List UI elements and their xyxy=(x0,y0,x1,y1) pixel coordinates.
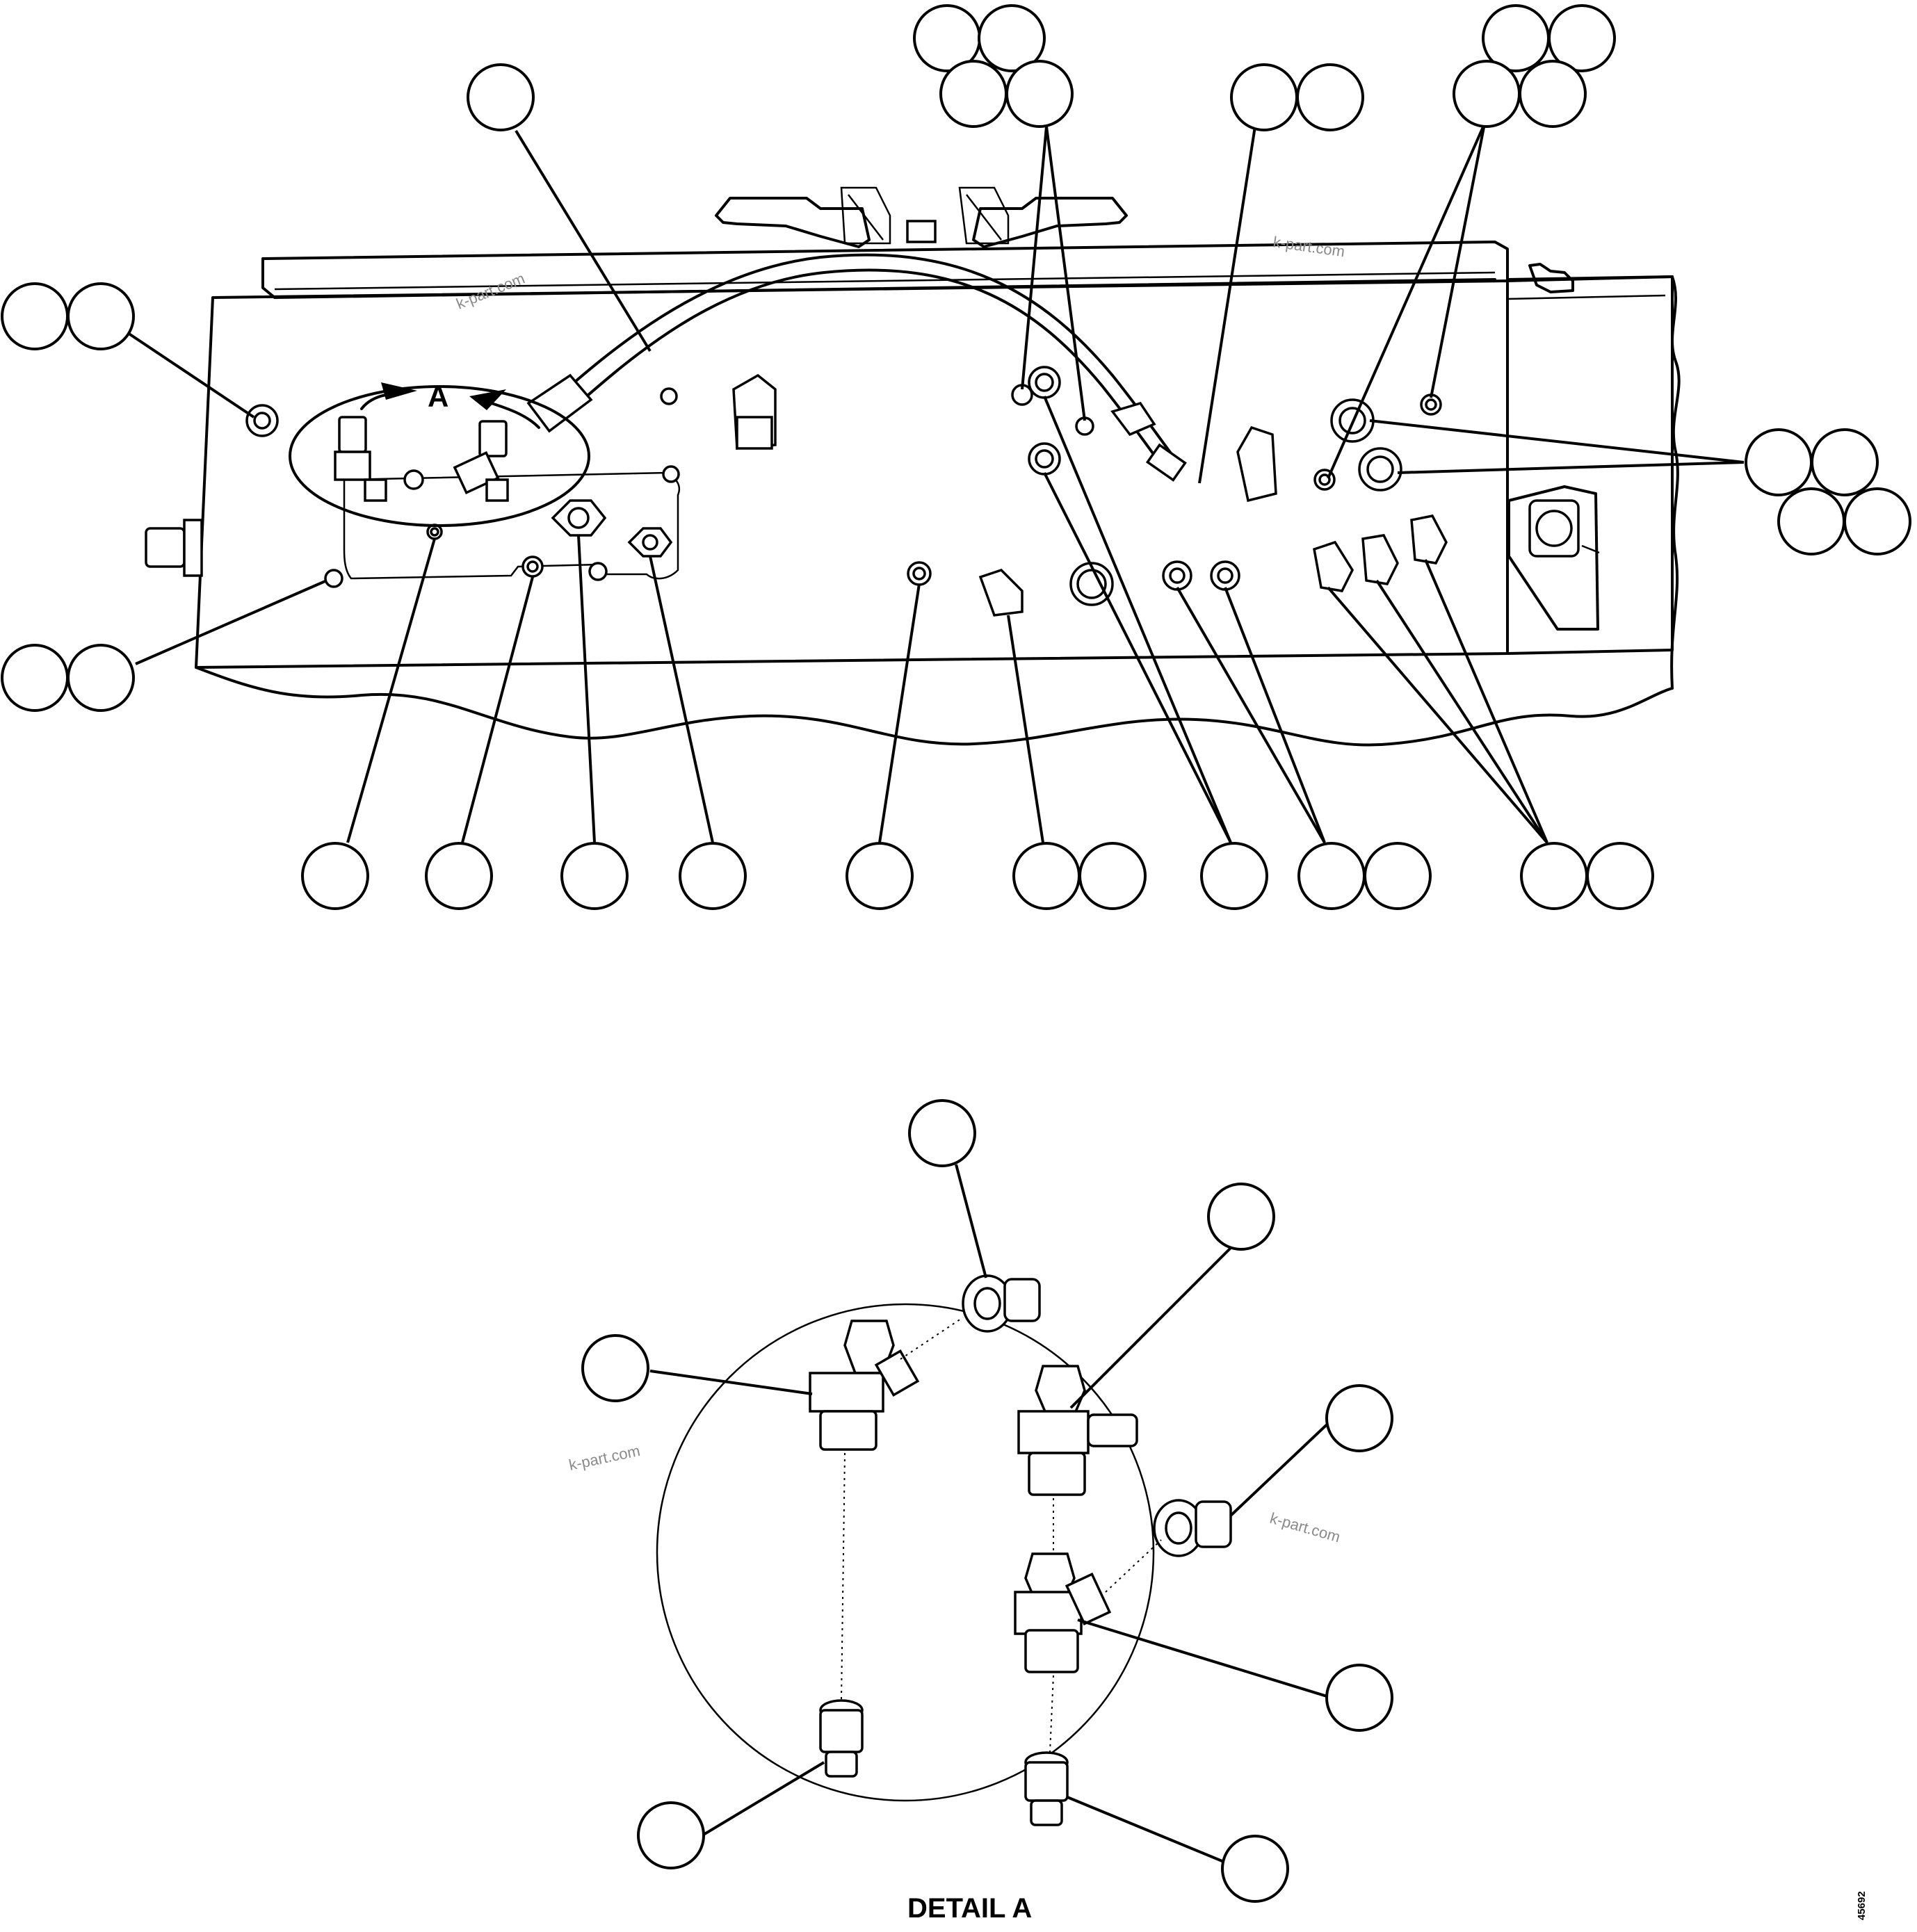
callout-balloon xyxy=(1,282,69,350)
latch-left xyxy=(715,186,891,248)
swivel-nut-top xyxy=(962,1274,1041,1333)
callout-balloon xyxy=(1012,842,1081,910)
callout-balloon xyxy=(1777,487,1845,555)
callout-balloon xyxy=(1221,1835,1289,1903)
callout-balloon xyxy=(581,1334,649,1402)
callout-balloon xyxy=(1325,1384,1393,1452)
callout-balloon xyxy=(1207,1183,1275,1251)
callout-balloon xyxy=(1325,1664,1393,1732)
leader-lines xyxy=(122,123,1745,1865)
callout-balloon xyxy=(467,63,535,131)
callout-balloon xyxy=(425,842,493,910)
right-face-inner xyxy=(1507,294,1666,300)
detail-a-boundary-main xyxy=(289,385,590,527)
panel-body-outline xyxy=(195,279,1509,669)
callout-balloon xyxy=(939,60,1008,128)
break-line-bottom xyxy=(195,666,1674,747)
callout-balloon xyxy=(1296,63,1364,131)
callout-balloon xyxy=(1364,842,1432,910)
side-port-left xyxy=(145,527,186,568)
callout-balloon xyxy=(301,842,369,910)
lid-edge xyxy=(274,271,1496,291)
port-fittings xyxy=(245,366,1600,631)
callout-balloon xyxy=(67,644,135,712)
watermark: k-part.com xyxy=(1268,1509,1343,1546)
callout-balloon xyxy=(1005,60,1074,128)
callout-balloon xyxy=(67,282,135,350)
callout-balloon xyxy=(908,1099,976,1167)
callout-balloon xyxy=(1078,842,1147,910)
latch-right xyxy=(906,186,1128,248)
callout-balloons xyxy=(1,4,1911,1903)
swivel-nut-right xyxy=(1153,1499,1232,1557)
callout-balloon xyxy=(560,842,629,910)
callout-balloon xyxy=(1297,842,1366,910)
drawing-reference-number: 45692 xyxy=(1856,1891,1868,1920)
callout-balloon xyxy=(1843,487,1911,555)
watermark: k-part.com xyxy=(567,1442,642,1474)
watermark: k-part.com xyxy=(1272,233,1345,260)
detail-a-circle xyxy=(656,1303,1155,1802)
tee-fitting-upper-right xyxy=(1017,1365,1138,1496)
callout-balloon xyxy=(1520,842,1588,910)
callout-balloon xyxy=(679,842,747,910)
callout-balloon xyxy=(1230,63,1298,131)
lid-bracket xyxy=(1528,263,1574,293)
callout-balloon xyxy=(978,4,1046,72)
callout-balloon xyxy=(637,1801,705,1869)
assembly-lines xyxy=(841,1317,1162,1753)
callout-balloon xyxy=(1586,842,1654,910)
detail-a-view: DETAIL A xyxy=(656,1274,1232,1924)
callout-balloon xyxy=(1548,4,1616,72)
detail-a-fittings-main xyxy=(334,416,509,502)
watermark: k-part.com xyxy=(454,270,528,313)
callout-balloon xyxy=(1519,60,1587,128)
callout-balloon xyxy=(1745,428,1813,496)
mounting-plate xyxy=(343,471,681,580)
callout-balloon xyxy=(1200,842,1268,910)
hose-end-right xyxy=(1110,401,1156,437)
adapter-lower-right xyxy=(1024,1751,1069,1826)
view-marker-label: A xyxy=(428,380,448,413)
hose-end-left xyxy=(526,373,593,433)
callout-balloon xyxy=(1,644,69,712)
view-marker-arrow-right xyxy=(469,389,506,410)
detail-caption: DETAIL A xyxy=(907,1893,1032,1924)
main-assembly-view: A xyxy=(145,186,1681,747)
adapter-lower-left xyxy=(819,1699,864,1778)
tee-fitting-lower xyxy=(1014,1552,1112,1673)
tee-fitting-upper-left xyxy=(809,1320,920,1451)
callout-balloon xyxy=(1453,60,1521,128)
callout-balloon xyxy=(846,842,914,910)
callout-balloon xyxy=(1811,428,1879,496)
view-marker-arrow-left xyxy=(381,382,417,400)
